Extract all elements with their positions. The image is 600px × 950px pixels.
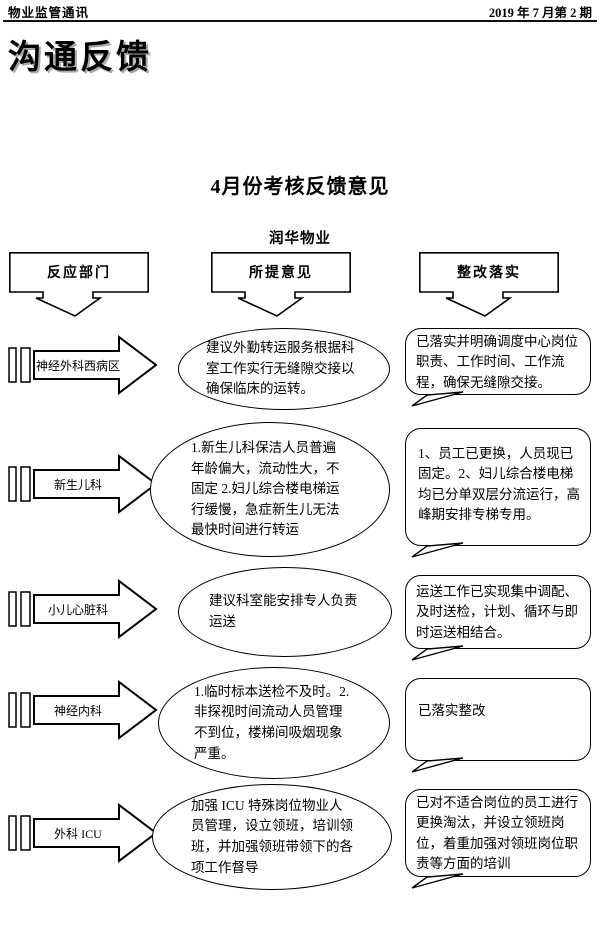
- column-header-label: 反应部门: [47, 266, 111, 281]
- bubble-tail: [411, 542, 464, 558]
- double-bar-icon: [8, 591, 17, 627]
- column-header-resolution: 整改落实: [419, 252, 559, 318]
- double-bar-icon: [8, 347, 17, 383]
- opinion-oval: 1.新生儿科保洁人员普遍年龄偏大，流动性大，不固定 2.妇儿综合楼电梯运行缓慢，…: [150, 422, 390, 557]
- feedback-row: 新生儿科 1.新生儿科保洁人员普遍年龄偏大，流动性大，不固定 2.妇儿综合楼电梯…: [0, 420, 600, 565]
- feedback-row: 外科 ICU 加强 ICU 特殊岗位物业人员管理，设立领班，培训领班，并加强领班…: [0, 780, 600, 900]
- right-arrow-shape: [33, 578, 158, 640]
- resolution-text: 已落实并明确调度中心岗位职责、工作时间、工作流程，确保无缝隙交接。: [416, 334, 578, 390]
- department-callout: 外科 ICU: [6, 802, 160, 864]
- opinion-oval: 加强 ICU 特殊岗位物业人员管理，设立领班，培训领班，并加强领班带领下的各项工…: [152, 784, 392, 890]
- department-label: 神经内科: [53, 703, 102, 718]
- column-header-label: 所提意见: [249, 266, 313, 281]
- right-arrow-shape: [33, 453, 158, 515]
- down-arrow-callout-shape: [9, 252, 149, 317]
- issue-info: 2019 年 7 月第 2 期: [488, 6, 592, 20]
- department-label: 小儿心脏科: [47, 602, 108, 617]
- right-arrow-shape: [33, 679, 158, 741]
- feedback-row: 神经外科西病区 建议外勤转运服务根据科室工作实行无缝隙交接以确保临床的运转。 已…: [0, 325, 600, 415]
- department-label: 神经外科西病区: [36, 358, 121, 373]
- resolution-text: 1、员工已更换，人员现已固定。2、妇儿综合楼电梯均已分单双层分流运行，高峰期安排…: [418, 446, 580, 522]
- opinion-oval: 1.临时标本送检不及时。2.非探视时间流动人员管理不到位，楼梯间吸烟现象严重。: [158, 667, 390, 779]
- department-callout: 神经外科西病区: [6, 334, 160, 396]
- resolution-bubble: 已落实整改: [405, 678, 591, 773]
- resolution-bubble: 1、员工已更换，人员现已固定。2、妇儿综合楼电梯均已分单双层分流运行，高峰期安排…: [405, 428, 591, 558]
- resolution-bubble: 已落实并明确调度中心岗位职责、工作时间、工作流程，确保无缝隙交接。: [405, 328, 591, 407]
- right-arrow-shape: [33, 334, 158, 396]
- feedback-row: 神经内科 1.临时标本送检不及时。2.非探视时间流动人员管理不到位，楼梯间吸烟现…: [0, 663, 600, 781]
- resolution-text: 已对不适合岗位的员工进行更换淘汰，并设立领班岗位，着重加强对领班岗位职责等方面的…: [416, 795, 578, 871]
- double-bar-icon: [20, 466, 31, 502]
- down-arrow-callout-shape: [211, 252, 351, 317]
- double-bar-icon: [20, 692, 31, 728]
- down-arrow-callout-shape: [419, 252, 559, 317]
- bubble-tail: [411, 391, 464, 407]
- double-bar-icon: [20, 347, 31, 383]
- resolution-bubble: 已对不适合岗位的员工进行更换淘汰，并设立领班岗位，着重加强对领班岗位职责等方面的…: [405, 789, 591, 889]
- column-header-department: 反应部门: [9, 252, 149, 318]
- department-callout: 小儿心脏科: [6, 578, 160, 640]
- opinion-text: 建议外勤转运服务根据科室工作实行无缝隙交接以确保临床的运转。: [206, 340, 355, 397]
- opinion-text: 建议科室能安排专人负责运送: [209, 593, 358, 629]
- department-callout: 新生儿科: [6, 453, 160, 515]
- report-title: 4月份考核反馈意见: [210, 176, 390, 198]
- section-title: 沟通反馈: [8, 40, 152, 76]
- resolution-bubble: 运送工作已实现集中调配、及时送检，计划、循环与即时运送相结合。: [405, 575, 591, 661]
- double-bar-icon: [8, 466, 17, 502]
- double-bar-icon: [8, 692, 17, 728]
- double-bar-icon: [20, 591, 31, 627]
- bubble-tail: [411, 873, 464, 889]
- feedback-row: 小儿心脏科 建议科室能安排专人负责运送 运送工作已实现集中调配、及时送检，计划、…: [0, 565, 600, 665]
- opinion-text: 1.新生儿科保洁人员普遍年龄偏大，流动性大，不固定 2.妇儿综合楼电梯运行缓慢，…: [191, 440, 340, 538]
- right-arrow-shape: [33, 802, 158, 864]
- resolution-text: 运送工作已实现集中调配、及时送检，计划、循环与即时运送相结合。: [416, 584, 578, 640]
- department-label: 新生儿科: [53, 477, 102, 492]
- department-callout: 神经内科: [6, 679, 160, 741]
- double-bar-icon: [8, 815, 17, 851]
- department-arrow-shape: [8, 334, 158, 396]
- opinion-oval: 建议科室能安排专人负责运送: [178, 567, 392, 657]
- department-arrow-shape: [8, 578, 158, 640]
- department-arrow-shape: [8, 679, 158, 741]
- masthead-divider: [3, 20, 597, 22]
- double-bar-icon: [20, 815, 31, 851]
- department-label: 外科 ICU: [54, 826, 102, 841]
- resolution-text: 已落实整改: [418, 703, 486, 718]
- department-arrow-shape: [8, 453, 158, 515]
- bubble-tail: [411, 645, 464, 661]
- column-header-opinion: 所提意见: [211, 252, 351, 318]
- column-header-label: 整改落实: [457, 266, 521, 281]
- opinion-oval: 建议外勤转运服务根据科室工作实行无缝隙交接以确保临床的运转。: [178, 328, 390, 410]
- opinion-text: 1.临时标本送检不及时。2.非探视时间流动人员管理不到位，楼梯间吸烟现象严重。: [194, 683, 350, 761]
- report-subtitle: 润华物业: [269, 231, 331, 247]
- opinion-text: 加强 ICU 特殊岗位物业人员管理，设立领班，培训领班，并加强领班带领下的各项工…: [191, 797, 353, 875]
- publication-name: 物业监管通讯: [8, 6, 90, 20]
- department-arrow-shape: [8, 802, 158, 864]
- bubble-tail: [411, 757, 464, 773]
